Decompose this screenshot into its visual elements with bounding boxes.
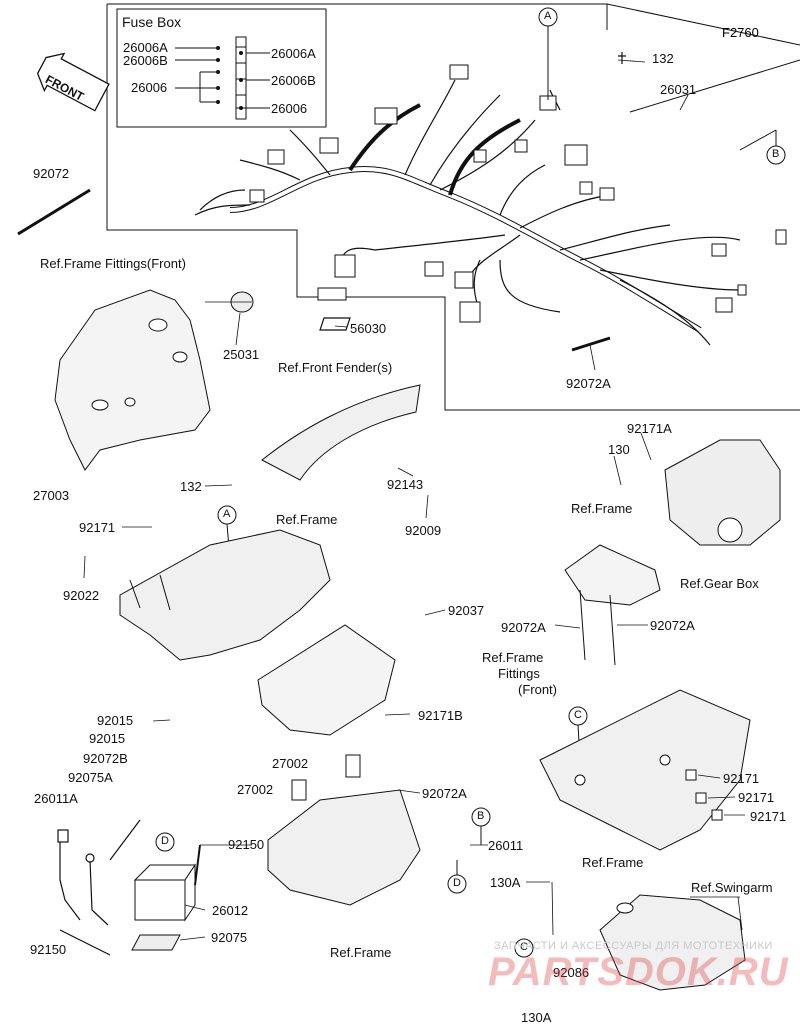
part-132-top: 132 <box>652 51 674 66</box>
callout-c-low-circle <box>514 938 534 958</box>
callout-a-mid: A <box>223 508 231 520</box>
part-92171-r3: 92171 <box>750 809 787 824</box>
fuse-left-26006: 26006 <box>131 80 168 95</box>
part-26011a: 26011A <box>34 791 78 806</box>
part-92075a: 92075A <box>68 770 113 785</box>
fuse-left-26006a: 26006A <box>123 40 168 55</box>
part-92009: 92009 <box>405 523 442 538</box>
part-92072a-right: 92072A <box>650 618 695 633</box>
part-92171-left: 92171 <box>79 520 116 535</box>
callout-c: C <box>574 709 582 721</box>
ref-frame-fittings-front-top: Ref.Frame Fittings(Front) <box>40 256 186 271</box>
callout-b-top: B <box>772 148 780 160</box>
part-130a-a: 130A <box>490 875 521 890</box>
part-92015-b: 92015 <box>89 731 126 746</box>
part-92015-a: 92015 <box>97 713 134 728</box>
part-27003: 27003 <box>33 488 70 503</box>
harness-frame-outline <box>107 3 608 30</box>
part-56030: 56030 <box>350 321 387 336</box>
figure-code: F2760 <box>722 25 759 40</box>
part-26011: 26011 <box>488 838 524 853</box>
callout-d-left: D <box>161 835 169 847</box>
frame-right-part <box>564 544 661 666</box>
part-92072b: 92072B <box>83 751 128 766</box>
frame-left-part <box>119 529 331 661</box>
part-92150-a: 92150 <box>228 837 265 852</box>
fuse-right-26006a: 26006A <box>271 46 316 61</box>
part-92037: 92037 <box>448 603 485 618</box>
front-arrow-icon <box>36 52 110 112</box>
part-27002-b: 27002 <box>237 782 274 797</box>
watermark-caption: ЗАПЧАСТИ И АКСЕССУАРЫ ДЛЯ МОТОТЕХНИКИ <box>494 940 773 952</box>
part-92143: 92143 <box>387 477 424 492</box>
part-92072a-left: 92072A <box>501 620 546 635</box>
fuse-box-title: Fuse Box <box>122 14 182 30</box>
part-92022: 92022 <box>63 588 100 603</box>
front-fender-part <box>261 384 421 481</box>
cable-tie-icon <box>17 188 91 236</box>
ref-swingarm: Ref.Swingarm <box>691 880 773 895</box>
part-26012: 26012 <box>212 903 249 918</box>
frame-lower-right-part <box>539 689 751 851</box>
part-92150-b: 92150 <box>30 942 67 957</box>
battery-tray-part <box>267 754 421 906</box>
fuse-box-body <box>235 36 247 120</box>
watermark-logo: PARTSDOK.RU <box>488 950 789 994</box>
part-92072a-center: 92072A <box>422 786 467 801</box>
callout-c-low: C <box>520 941 528 953</box>
part-92072a-top: 92072A <box>566 376 611 391</box>
fuse-right-26006b: 26006B <box>271 73 316 88</box>
part-25031: 25031 <box>223 347 260 362</box>
ref-frame-lower-right: Ref.Frame <box>582 855 644 870</box>
part-130: 130 <box>608 442 630 457</box>
ref-frame-right: Ref.Frame <box>571 501 633 516</box>
fuse-left-26006b: 26006B <box>123 53 168 68</box>
ref-gear-box: Ref.Gear Box <box>680 576 759 591</box>
part-92171a: 92171A <box>627 421 672 436</box>
ref-frame-fittings-mid-1: Ref.Frame <box>482 650 544 665</box>
frame-fitting-front-part <box>54 289 211 471</box>
fuse-box-panel <box>116 8 327 128</box>
part-132-mid: 132 <box>180 479 202 494</box>
part-92075: 92075 <box>211 930 248 945</box>
ref-front-fenders: Ref.Front Fender(s) <box>278 360 393 375</box>
part-26031: 26031 <box>660 82 697 97</box>
gear-box-part <box>664 439 781 546</box>
callout-d-low: D <box>453 877 461 889</box>
ref-frame-fittings-mid-3: (Front) <box>518 682 557 697</box>
part-92171-r1: 92171 <box>723 771 760 786</box>
part-27002-a: 27002 <box>272 756 309 771</box>
callout-d-left-circle <box>155 832 175 852</box>
ref-frame-bottom: Ref.Frame <box>330 945 392 960</box>
callout-a-top: A <box>544 10 552 22</box>
part-130a-b: 130A <box>521 1010 552 1025</box>
frame-fitting-mid-part <box>257 624 396 736</box>
ref-frame-fittings-mid-2: Fittings <box>498 666 540 681</box>
fuse-right-26006: 26006 <box>271 101 308 116</box>
part-92086: 92086 <box>553 965 590 980</box>
part-92171b: 92171B <box>418 708 463 723</box>
part-92072: 92072 <box>33 166 70 181</box>
swingarm-part <box>599 894 746 991</box>
battery-icon <box>131 863 196 951</box>
part-92171-r2: 92171 <box>738 790 775 805</box>
callout-b-low: B <box>477 810 485 822</box>
ref-frame-mid: Ref.Frame <box>276 512 338 527</box>
